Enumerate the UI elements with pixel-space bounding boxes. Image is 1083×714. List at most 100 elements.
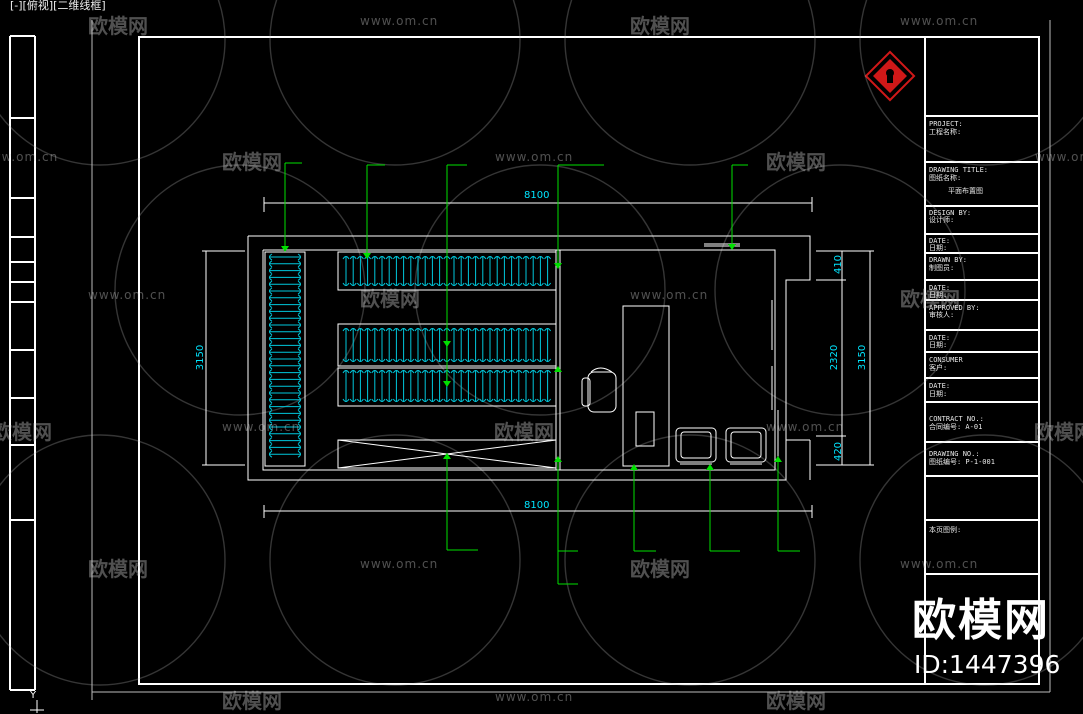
sheet-frame [91, 20, 1051, 700]
hanger-mark [349, 328, 357, 362]
hanger-mark [269, 389, 301, 397]
hanger-mark [421, 370, 429, 402]
dim-right-top: 410 [833, 254, 845, 275]
hanger-mark [457, 370, 465, 402]
viewport-controls-label[interactable]: [-][俯视][二维线框] [10, 0, 106, 12]
dim-top-width: 8100 [524, 190, 550, 201]
hanger-mark [500, 370, 508, 402]
tb-contract-no-label: CONTRACT NO.: [929, 415, 984, 423]
hanger-mark [269, 437, 301, 445]
tb-drawing-no-value: 图纸编号: P-1-001 [929, 458, 995, 466]
tb-consumer-label-cn: 客户: [929, 364, 948, 372]
hanger-mark [269, 280, 301, 288]
hanger-mark [364, 370, 372, 402]
hanger-mark [269, 430, 301, 438]
hanger-mark [269, 382, 301, 390]
hanger-mark [500, 256, 508, 286]
hanger-mark [522, 328, 530, 362]
hanger-mark [400, 328, 408, 362]
hanger-mark [269, 362, 301, 370]
hanger-mark [508, 256, 516, 286]
hanger-mark [269, 307, 301, 315]
hanger-mark [500, 328, 508, 362]
lounge-chair-icon-1 [675, 427, 717, 465]
hanger-mark [371, 370, 379, 402]
hanger-mark [414, 256, 422, 286]
left-panel [9, 35, 36, 691]
tb-drawing-title-value: 平面布置图 [948, 187, 983, 195]
hanger-mark [544, 256, 552, 286]
hanger-mark [269, 443, 301, 451]
hanger-mark [385, 328, 393, 362]
hanger-mark [436, 370, 444, 402]
tb-date-label: DATE: [929, 237, 951, 245]
brand-id: ID:1447396 [914, 650, 1061, 679]
tb-date-label: DATE: [929, 334, 951, 342]
tb-date-label-cn: 日期: [929, 390, 948, 398]
hanger-mark [269, 396, 301, 404]
hanger-mark [464, 328, 472, 362]
hanger-mark [407, 256, 415, 286]
inner-wall [262, 249, 776, 471]
hanger-mark [479, 256, 487, 286]
hanger-mark [436, 328, 444, 362]
hanger-mark [269, 369, 301, 377]
hanger-mark [486, 370, 494, 402]
title-block [924, 37, 1039, 684]
hanger-mark [269, 273, 301, 281]
hanger-mark [529, 256, 537, 286]
floor-plan[interactable] [247, 235, 811, 481]
hanger-mark [378, 328, 386, 362]
hanger-mark [269, 348, 301, 356]
hanger-mark [342, 328, 350, 362]
hanger-mark [269, 294, 301, 302]
hanger-mark [508, 370, 516, 402]
tb-drawn-by-label: DRAWN BY: [929, 256, 967, 264]
tb-approved-by-label: APPROVED BY: [929, 304, 980, 312]
hanger-mark [269, 287, 301, 295]
dim-bottom-width: 8100 [524, 500, 550, 511]
tb-drawn-by-label-cn: 制图员: [929, 264, 955, 272]
hanger-mark [392, 256, 400, 286]
hanger-mark [479, 328, 487, 362]
tb-date-label-cn: 日期: [929, 291, 948, 299]
hanger-mark [269, 260, 301, 268]
ucs-icon [30, 700, 44, 713]
dim-right-mid: 2320 [829, 344, 841, 371]
hanger-mark [378, 256, 386, 286]
hanger-mark [407, 370, 415, 402]
hanger-mark [515, 370, 523, 402]
hanger-mark [522, 370, 530, 402]
hanger-mark [472, 370, 480, 402]
hanger-mark [342, 370, 350, 402]
dim-right-bottom: 420 [833, 441, 845, 462]
office-chair-icon [581, 367, 617, 413]
hanger-mark [269, 341, 301, 349]
hanger-mark [269, 314, 301, 322]
clothing-racks [269, 253, 552, 458]
hanger-mark [342, 256, 350, 286]
hanger-mark [479, 370, 487, 402]
annotation-arrows [281, 244, 782, 470]
brand-logo-text: 欧模网 [912, 595, 1050, 646]
tb-design-by-label: DESIGN BY: [929, 209, 972, 217]
hanger-mark [392, 328, 400, 362]
hanger-mark [269, 335, 301, 343]
tb-date-label-cn: 日期: [929, 244, 948, 252]
dim-left-height: 3150 [195, 344, 207, 371]
hanger-mark [356, 370, 364, 402]
tb-legend-label: 本页图例: [929, 526, 962, 534]
hanger-mark [457, 256, 465, 286]
dim-right-total: 3150 [857, 344, 869, 371]
tb-date-label: DATE: [929, 284, 951, 292]
hanger-mark [269, 416, 301, 424]
hanger-mark [349, 256, 357, 286]
tb-drawing-no-label: DRAWING NO.: [929, 450, 980, 458]
hanger-mark [472, 256, 480, 286]
hanger-mark [349, 370, 357, 402]
hanger-mark [269, 253, 301, 261]
tb-design-by-label-cn: 设计师: [929, 216, 955, 224]
hanger-mark [356, 256, 364, 286]
tb-drawing-title-label: DRAWING TITLE: [929, 166, 989, 174]
